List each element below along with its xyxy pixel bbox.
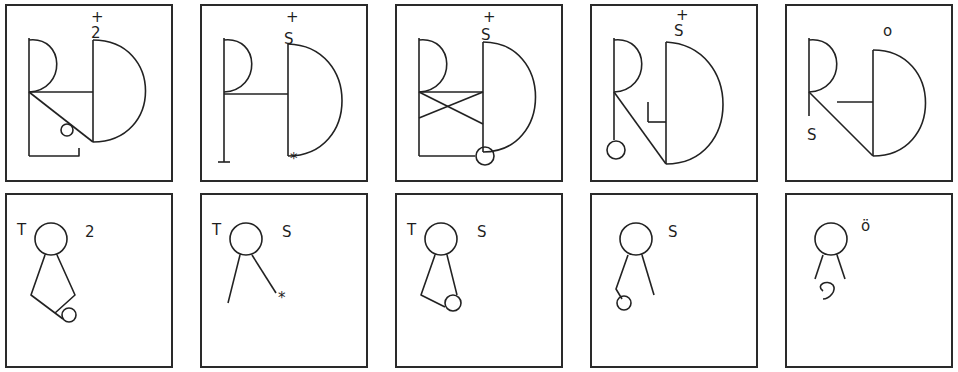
stroke bbox=[418, 38, 420, 156]
circle-mark bbox=[476, 147, 494, 165]
figure-panel: TS bbox=[395, 193, 563, 368]
stroke bbox=[218, 161, 230, 163]
circle-mark bbox=[35, 223, 67, 255]
stroke bbox=[809, 92, 873, 156]
symbol-label: * bbox=[278, 291, 286, 306]
symbol-label: + bbox=[286, 10, 299, 25]
circle-mark bbox=[445, 295, 461, 311]
stroke bbox=[55, 255, 75, 313]
stroke bbox=[665, 42, 667, 164]
line-drawing bbox=[7, 195, 171, 366]
stroke bbox=[419, 92, 483, 124]
stroke bbox=[419, 91, 483, 93]
stroke bbox=[421, 255, 445, 307]
stroke bbox=[288, 44, 342, 156]
stroke bbox=[666, 42, 723, 164]
circle-mark bbox=[61, 124, 73, 136]
stroke bbox=[613, 38, 615, 140]
symbol-label: ö bbox=[861, 219, 870, 234]
symbol-label: S bbox=[477, 225, 487, 240]
circle-mark bbox=[815, 223, 847, 255]
line-drawing bbox=[7, 6, 171, 180]
symbol-label: T bbox=[17, 223, 26, 238]
stroke bbox=[647, 102, 649, 122]
circle-mark bbox=[620, 223, 652, 255]
stroke bbox=[837, 101, 873, 103]
line-drawing bbox=[202, 195, 366, 366]
stroke bbox=[419, 92, 483, 118]
stroke bbox=[614, 92, 666, 164]
symbol-label: 2 bbox=[91, 26, 101, 41]
stroke bbox=[648, 121, 666, 123]
symbol-label: S bbox=[481, 28, 491, 43]
stroke bbox=[287, 44, 289, 156]
stroke bbox=[29, 40, 57, 92]
symbol-label: S bbox=[807, 128, 817, 143]
line-drawing bbox=[592, 195, 756, 366]
stroke bbox=[29, 91, 93, 93]
stroke bbox=[815, 255, 823, 279]
stroke bbox=[820, 283, 834, 299]
stroke bbox=[419, 155, 475, 157]
stroke bbox=[228, 255, 240, 303]
stroke bbox=[642, 255, 654, 295]
figure-panel: T S * bbox=[200, 193, 368, 368]
stroke bbox=[28, 38, 30, 156]
stroke bbox=[224, 93, 288, 95]
stroke bbox=[873, 50, 926, 156]
symbol-label: o bbox=[883, 24, 892, 39]
symbol-label: + bbox=[91, 10, 104, 25]
figure-panel: oS bbox=[785, 4, 953, 182]
circle-mark bbox=[62, 308, 76, 322]
figure-panel: T2 bbox=[5, 193, 173, 368]
stroke bbox=[837, 255, 845, 279]
circle-mark bbox=[607, 141, 625, 159]
stroke bbox=[92, 40, 94, 142]
stroke bbox=[616, 255, 628, 299]
figure-panel: +S bbox=[395, 4, 563, 182]
symbol-label: S bbox=[674, 24, 684, 39]
symbol-label: + bbox=[483, 10, 496, 25]
figure-panel: S bbox=[590, 193, 758, 368]
symbol-label: + bbox=[676, 8, 689, 23]
line-drawing bbox=[397, 195, 561, 366]
stroke bbox=[872, 102, 874, 156]
stroke bbox=[224, 40, 252, 92]
stroke bbox=[93, 40, 146, 142]
stroke bbox=[223, 38, 225, 162]
symbol-label: * bbox=[290, 152, 298, 167]
symbol-label: S bbox=[282, 225, 292, 240]
figure-panel: +2 bbox=[5, 4, 173, 182]
figure-panel: ö bbox=[785, 193, 953, 368]
symbol-label: S bbox=[668, 225, 678, 240]
symbol-label: S bbox=[284, 32, 294, 47]
symbol-label: T bbox=[212, 223, 221, 238]
stroke bbox=[447, 255, 457, 295]
figure-panel: +S bbox=[590, 4, 758, 182]
stroke bbox=[808, 38, 810, 116]
circle-mark bbox=[425, 223, 457, 255]
stroke bbox=[29, 92, 93, 142]
symbol-label: 2 bbox=[85, 225, 95, 240]
stroke bbox=[482, 42, 484, 152]
figure-panel: + S * bbox=[200, 4, 368, 182]
stroke bbox=[809, 40, 837, 92]
stroke bbox=[614, 40, 642, 92]
stroke bbox=[29, 148, 79, 156]
stroke bbox=[483, 42, 536, 152]
stroke bbox=[419, 40, 447, 92]
symbol-label: T bbox=[407, 223, 416, 238]
circle-mark bbox=[617, 296, 631, 310]
line-drawing bbox=[787, 6, 951, 180]
stroke bbox=[252, 255, 276, 293]
circle-mark bbox=[230, 223, 262, 255]
stroke bbox=[872, 50, 874, 102]
line-drawing bbox=[397, 6, 561, 180]
